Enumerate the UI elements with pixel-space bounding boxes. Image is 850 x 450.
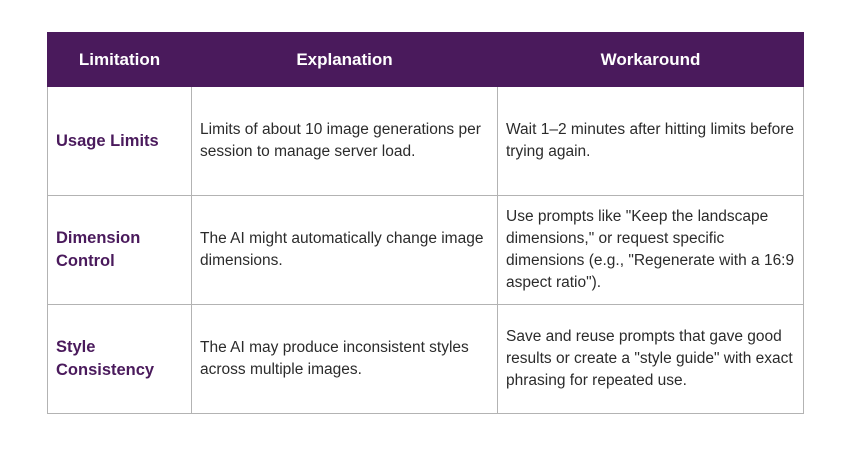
table-row: Dimension Control The AI might automatic…: [47, 195, 804, 305]
limitation-cell: Style Consistency: [47, 304, 192, 414]
explanation-cell: Limits of about 10 image generations per…: [191, 86, 498, 196]
limitation-cell: Usage Limits: [47, 86, 192, 196]
table-row: Style Consistency The AI may produce inc…: [47, 304, 804, 414]
table-row: Usage Limits Limits of about 10 image ge…: [47, 86, 804, 196]
header-workaround: Workaround: [497, 32, 804, 87]
table-header: Limitation Explanation Workaround: [47, 32, 804, 87]
workaround-cell: Wait 1–2 minutes after hitting limits be…: [497, 86, 804, 196]
table-body: Usage Limits Limits of about 10 image ge…: [47, 86, 804, 414]
explanation-cell: The AI may produce inconsistent styles a…: [191, 304, 498, 414]
header-limitation: Limitation: [47, 32, 192, 87]
limitations-table: Limitation Explanation Workaround Usage …: [47, 32, 804, 414]
limitation-cell: Dimension Control: [47, 195, 192, 305]
limitations-table-container: Limitation Explanation Workaround Usage …: [47, 32, 804, 414]
header-explanation: Explanation: [191, 32, 498, 87]
explanation-cell: The AI might automatically change image …: [191, 195, 498, 305]
header-row: Limitation Explanation Workaround: [47, 32, 804, 87]
workaround-cell: Save and reuse prompts that gave good re…: [497, 304, 804, 414]
workaround-cell: Use prompts like "Keep the landscape dim…: [497, 195, 804, 305]
